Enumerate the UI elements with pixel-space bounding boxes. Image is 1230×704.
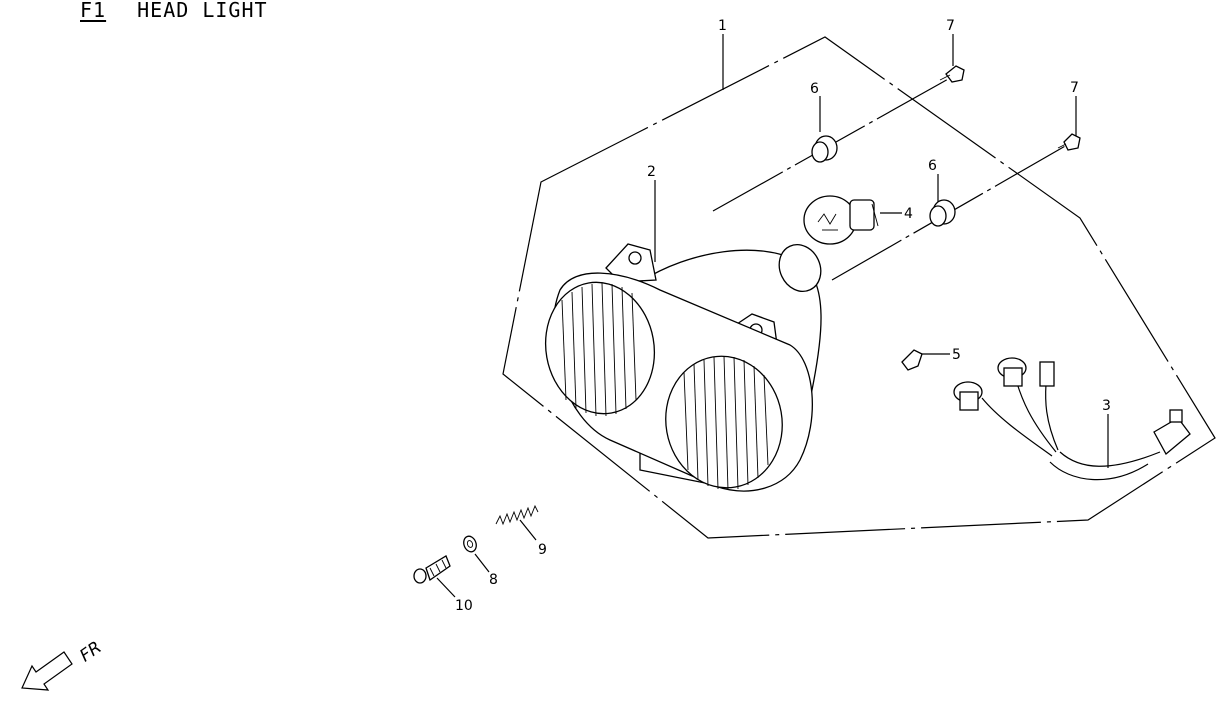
screw-upper — [939, 65, 965, 83]
callout-8: 8 — [489, 572, 498, 588]
adjusting-spring — [495, 504, 539, 526]
headlight-housing — [544, 243, 822, 492]
callout-labels: 1 2 3 4 5 6 6 7 7 8 9 10 — [455, 18, 1111, 614]
grommet-lower — [929, 199, 956, 227]
callout-2: 2 — [647, 164, 656, 180]
diagram-title: F1 HEAD LIGHT — [80, 0, 268, 22]
callout-6-upper: 6 — [810, 81, 819, 97]
grommet-upper — [811, 135, 838, 163]
callout-6-lower: 6 — [928, 158, 937, 174]
leader-lines — [436, 34, 1109, 598]
callout-10: 10 — [455, 598, 473, 614]
figure-code: F1 — [80, 0, 107, 22]
callout-7-upper: 7 — [946, 18, 955, 34]
callout-5: 5 — [952, 347, 961, 363]
front-direction-arrow-icon — [21, 651, 73, 691]
figure-title: HEAD LIGHT — [137, 0, 268, 22]
screw-lower — [1057, 133, 1081, 151]
callout-1: 1 — [718, 18, 727, 34]
adjusting-screw — [413, 555, 451, 584]
callout-4: 4 — [904, 206, 913, 222]
callout-7-lower: 7 — [1070, 80, 1079, 96]
wiring-harness — [953, 357, 1191, 481]
washer — [463, 535, 477, 553]
callout-9: 9 — [538, 542, 547, 558]
position-bulb — [901, 349, 923, 371]
assembly-boundary — [502, 36, 1216, 539]
callout-3: 3 — [1102, 398, 1111, 414]
headlight-bulb — [803, 195, 879, 245]
